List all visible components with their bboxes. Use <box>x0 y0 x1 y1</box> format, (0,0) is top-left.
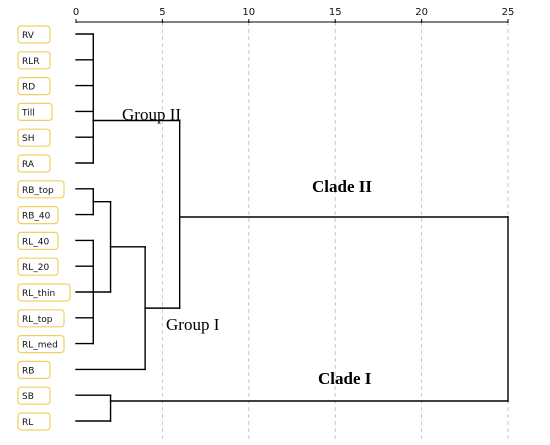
leaf-label: RD <box>22 83 35 93</box>
leaf-sb: SB <box>17 386 51 405</box>
leaf-label-box <box>17 76 51 96</box>
leaf-label: RL_40 <box>22 237 49 247</box>
leaf-label: RL_thin <box>22 289 55 299</box>
dendrogram-tree <box>75 33 509 422</box>
leaf-rb-top: RB_top <box>17 180 65 199</box>
leaf-label-box <box>17 412 51 431</box>
leaf-label-box <box>17 360 51 379</box>
leaf-label: Till <box>21 108 35 118</box>
leaf-label: RL_20 <box>22 263 49 273</box>
leaf-rl-thin: RL_thin <box>17 283 71 302</box>
annotation-group-ii: Group II <box>122 105 181 124</box>
leaf-rv: RV <box>17 25 51 44</box>
x-tick-label-0: 0 <box>73 7 79 18</box>
x-axis-ticks: 0 5 10 15 20 25 <box>73 7 515 23</box>
leaf-rb: RB <box>17 360 51 379</box>
leaf-label-box <box>17 386 51 405</box>
leaf-label: RB_top <box>22 186 54 196</box>
leaf-label-box <box>17 283 71 302</box>
leaf-label: RL <box>22 418 33 428</box>
leaf-label: RB <box>22 366 34 376</box>
cluster-annotations: Group II Group I Clade II Clade I <box>122 105 372 388</box>
annotation-clade-ii: Clade II <box>312 177 372 196</box>
leaf-rl-20: RL_20 <box>17 257 59 276</box>
leaf-label: SB <box>22 392 34 402</box>
leaf-label: RL_top <box>22 315 53 325</box>
leaf-label-box <box>17 154 51 173</box>
leaf-label-box <box>17 309 65 328</box>
leaf-rd: RD <box>17 76 51 96</box>
leaf-label: RA <box>22 160 35 170</box>
annotation-group-i: Group I <box>166 315 220 334</box>
leaf-sh: SH <box>17 128 51 147</box>
leaf-label-box <box>17 25 51 44</box>
leaf-rlr: RLR <box>17 51 51 70</box>
x-tick-label-15: 15 <box>329 7 342 18</box>
leaf-label-box <box>17 102 53 122</box>
leaf-label-box <box>17 335 65 354</box>
leaf-label: RLR <box>22 57 40 67</box>
leaf-label-box <box>17 206 59 225</box>
leaf-label: RV <box>22 31 35 41</box>
leaf-rl: RL <box>17 412 51 431</box>
leaf-label-box <box>17 51 51 70</box>
x-tick-label-5: 5 <box>159 7 165 18</box>
leaf-label-box <box>17 231 59 250</box>
leaf-label: RB_40 <box>22 212 51 222</box>
leaf-label: RL_med <box>22 341 58 351</box>
leaf-label-box <box>17 180 65 199</box>
leaf-rl-top: RL_top <box>17 309 65 328</box>
leaf-ra: RA <box>17 154 51 173</box>
leaf-label: SH <box>22 134 34 144</box>
x-tick-label-25: 25 <box>502 7 515 18</box>
leaf-rl-40: RL_40 <box>17 231 59 250</box>
leaf-label-box <box>17 257 59 276</box>
leaf-till: Till <box>17 102 53 122</box>
leaf-rl-med: RL_med <box>17 335 65 354</box>
leaf-rb-40: RB_40 <box>17 206 59 225</box>
x-tick-label-20: 20 <box>415 7 428 18</box>
leaf-label-box <box>17 128 51 147</box>
annotation-clade-i: Clade I <box>318 369 372 388</box>
x-tick-label-10: 10 <box>242 7 255 18</box>
